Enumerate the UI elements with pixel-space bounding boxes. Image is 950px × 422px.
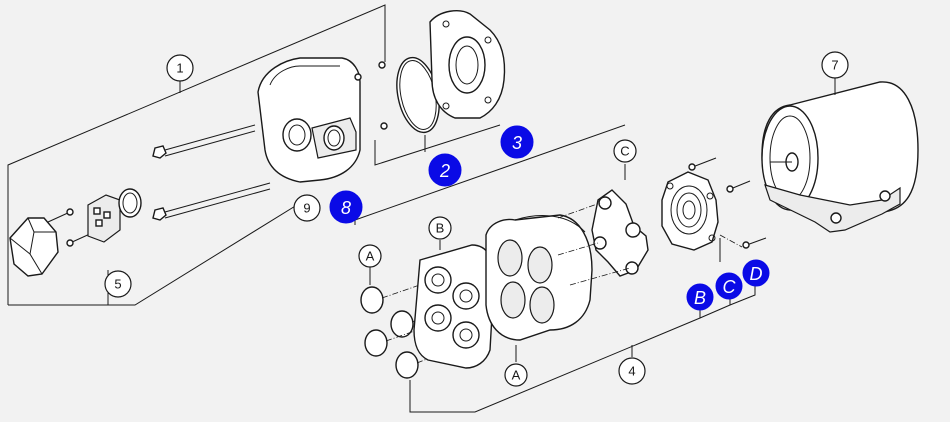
hotspot-circle[interactable] xyxy=(428,153,462,187)
hotspot-label[interactable]: 2 xyxy=(439,161,450,181)
group-2-bracket xyxy=(374,124,501,166)
hotspot-h3[interactable]: 3 xyxy=(500,125,534,159)
hotspot-hC[interactable]: C xyxy=(715,272,743,300)
hotspot-circle[interactable] xyxy=(500,125,534,159)
hotspot-circle[interactable] xyxy=(686,283,714,311)
hotspot-label[interactable]: B xyxy=(694,288,706,308)
hotspot-label[interactable]: 3 xyxy=(512,133,522,153)
callout-label: 4 xyxy=(628,364,635,379)
valve-plate xyxy=(429,10,506,119)
hotspot-circle[interactable] xyxy=(715,272,743,300)
callout-circle xyxy=(293,194,321,222)
callout-c1: 1 xyxy=(166,54,194,82)
wobble-plate xyxy=(557,189,649,286)
pump-housing xyxy=(257,57,361,183)
hotspot-label[interactable]: 8 xyxy=(341,198,351,218)
callout-c4: 4 xyxy=(618,357,646,385)
callout-circle xyxy=(618,357,646,385)
callout-c7: 7 xyxy=(821,51,849,79)
callout-circle xyxy=(613,139,637,163)
callout-circle xyxy=(504,363,528,387)
callout-circle xyxy=(104,270,132,298)
hotspot-h8[interactable]: 8 xyxy=(329,190,363,224)
diaphragm xyxy=(661,171,719,251)
check-valves xyxy=(360,277,463,379)
switch-o-ring xyxy=(118,188,142,218)
pump-head xyxy=(485,214,593,341)
callout-label: B xyxy=(436,221,445,236)
callout-c9: 9 xyxy=(293,194,321,222)
callout-label: 9 xyxy=(303,201,310,216)
hotspot-circle[interactable] xyxy=(742,259,770,287)
hotspot-circle[interactable] xyxy=(329,190,363,224)
gasket-o-ring xyxy=(396,56,440,134)
callout-label: C xyxy=(620,144,629,159)
callout-circle xyxy=(821,51,849,79)
callout-c5: 5 xyxy=(104,270,132,298)
pressure-switch-cap xyxy=(9,217,59,277)
callout-leaders xyxy=(369,78,836,362)
pressure-switch-body xyxy=(87,194,121,243)
long-bolts xyxy=(152,124,271,221)
hotspot-hB[interactable]: B xyxy=(686,283,714,311)
hotspot-h2[interactable]: 2 xyxy=(428,153,462,187)
hotspot-hD[interactable]: D xyxy=(742,259,770,287)
valve-holder-plate xyxy=(413,244,495,369)
callout-cC: C xyxy=(613,139,637,163)
callout-circle xyxy=(428,216,452,240)
callout-circle xyxy=(166,54,194,82)
hotspot-label[interactable]: C xyxy=(723,277,737,297)
callout-cA2: A xyxy=(504,363,528,387)
callout-label: A xyxy=(366,249,375,264)
callout-label: 7 xyxy=(831,58,838,73)
callout-cB: B xyxy=(428,216,452,240)
callout-label: 5 xyxy=(114,277,121,292)
callout-label: A xyxy=(512,368,521,383)
hotspot-label[interactable]: D xyxy=(750,264,763,284)
callout-label: 1 xyxy=(176,61,183,76)
callout-circle xyxy=(358,244,382,268)
motor xyxy=(761,81,919,233)
callout-cA1: A xyxy=(358,244,382,268)
diaphragm-screws xyxy=(688,157,767,249)
